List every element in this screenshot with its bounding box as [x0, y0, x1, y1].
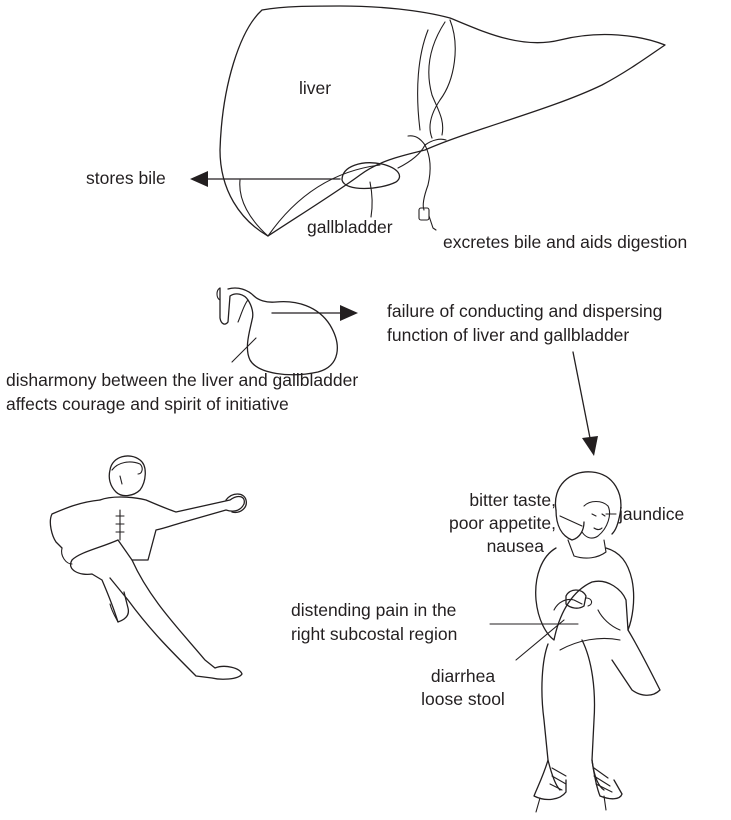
- failure-label-line1: failure of conducting and dispersing: [387, 301, 662, 322]
- down-arrow: [573, 352, 598, 456]
- bile-duct: [398, 136, 446, 230]
- failure-arrow: [272, 305, 358, 321]
- liver-illustration: [220, 6, 665, 236]
- stores-bile-arrow: [190, 171, 340, 187]
- diarrhea-label-line2: loose stool: [405, 689, 521, 710]
- gallbladder-illustration: [217, 288, 337, 375]
- gallbladder-label: gallbladder: [307, 217, 393, 238]
- liver-gallbladder-shape: [342, 163, 400, 217]
- excretes-bile-label: excretes bile and aids digestion: [443, 232, 687, 253]
- disharmony-label-line1: disharmony between the liver and gallbla…: [6, 370, 358, 391]
- pain-label-line2: right subcostal region: [291, 624, 457, 645]
- bitter-taste-label-line1: bitter taste,: [420, 490, 556, 511]
- bitter-taste-label-line2: poor appetite,: [420, 513, 556, 534]
- stores-bile-label: stores bile: [86, 168, 166, 189]
- bitter-taste-label-line3: nausea: [420, 536, 544, 557]
- jaundice-label: jaundice: [619, 504, 684, 525]
- liver-label: liver: [299, 78, 331, 99]
- disharmony-label-line2: affects courage and spirit of initiative: [6, 394, 289, 415]
- failure-label-line2: function of liver and gallbladder: [387, 325, 629, 346]
- disharmony-pointer: [232, 338, 256, 362]
- diarrhea-label-line1: diarrhea: [405, 666, 521, 687]
- pain-label-line1: distending pain in the: [291, 600, 456, 621]
- bitter-taste-pointer: [560, 516, 582, 526]
- diarrhea-pointer: [516, 620, 564, 660]
- kungfu-man-illustration: [50, 456, 246, 679]
